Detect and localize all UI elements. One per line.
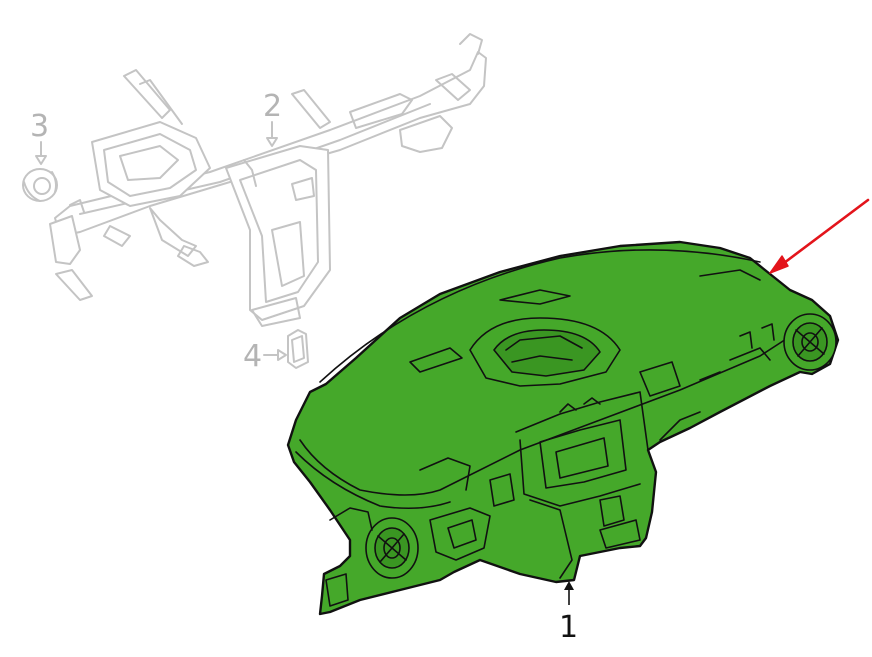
right-air-vent [783, 313, 837, 371]
callout-4-arrowhead [277, 349, 287, 361]
callout-2-arrowhead [266, 137, 278, 147]
dashboard-panel-part [286, 240, 840, 616]
callout-2-label: 2 [263, 89, 282, 124]
callout-2-group: 2 [263, 89, 282, 147]
dashboard-body [286, 240, 840, 616]
callout-4-group: 4 [243, 329, 309, 374]
callout-3-group: 3 [22, 109, 58, 202]
callout-1-group: 1 [559, 581, 578, 645]
callout-3-label: 3 [30, 109, 49, 144]
small-bracket-part [287, 329, 309, 369]
red-pointer-arrow [769, 198, 870, 274]
callout-4-label: 4 [243, 339, 262, 374]
cross-car-beam-part [49, 33, 487, 327]
callout-1-arrowhead [564, 581, 574, 590]
left-air-vent [365, 517, 419, 579]
grommet-part [22, 168, 58, 202]
callout-3-arrowhead [35, 155, 47, 165]
callout-1-label: 1 [559, 610, 578, 645]
